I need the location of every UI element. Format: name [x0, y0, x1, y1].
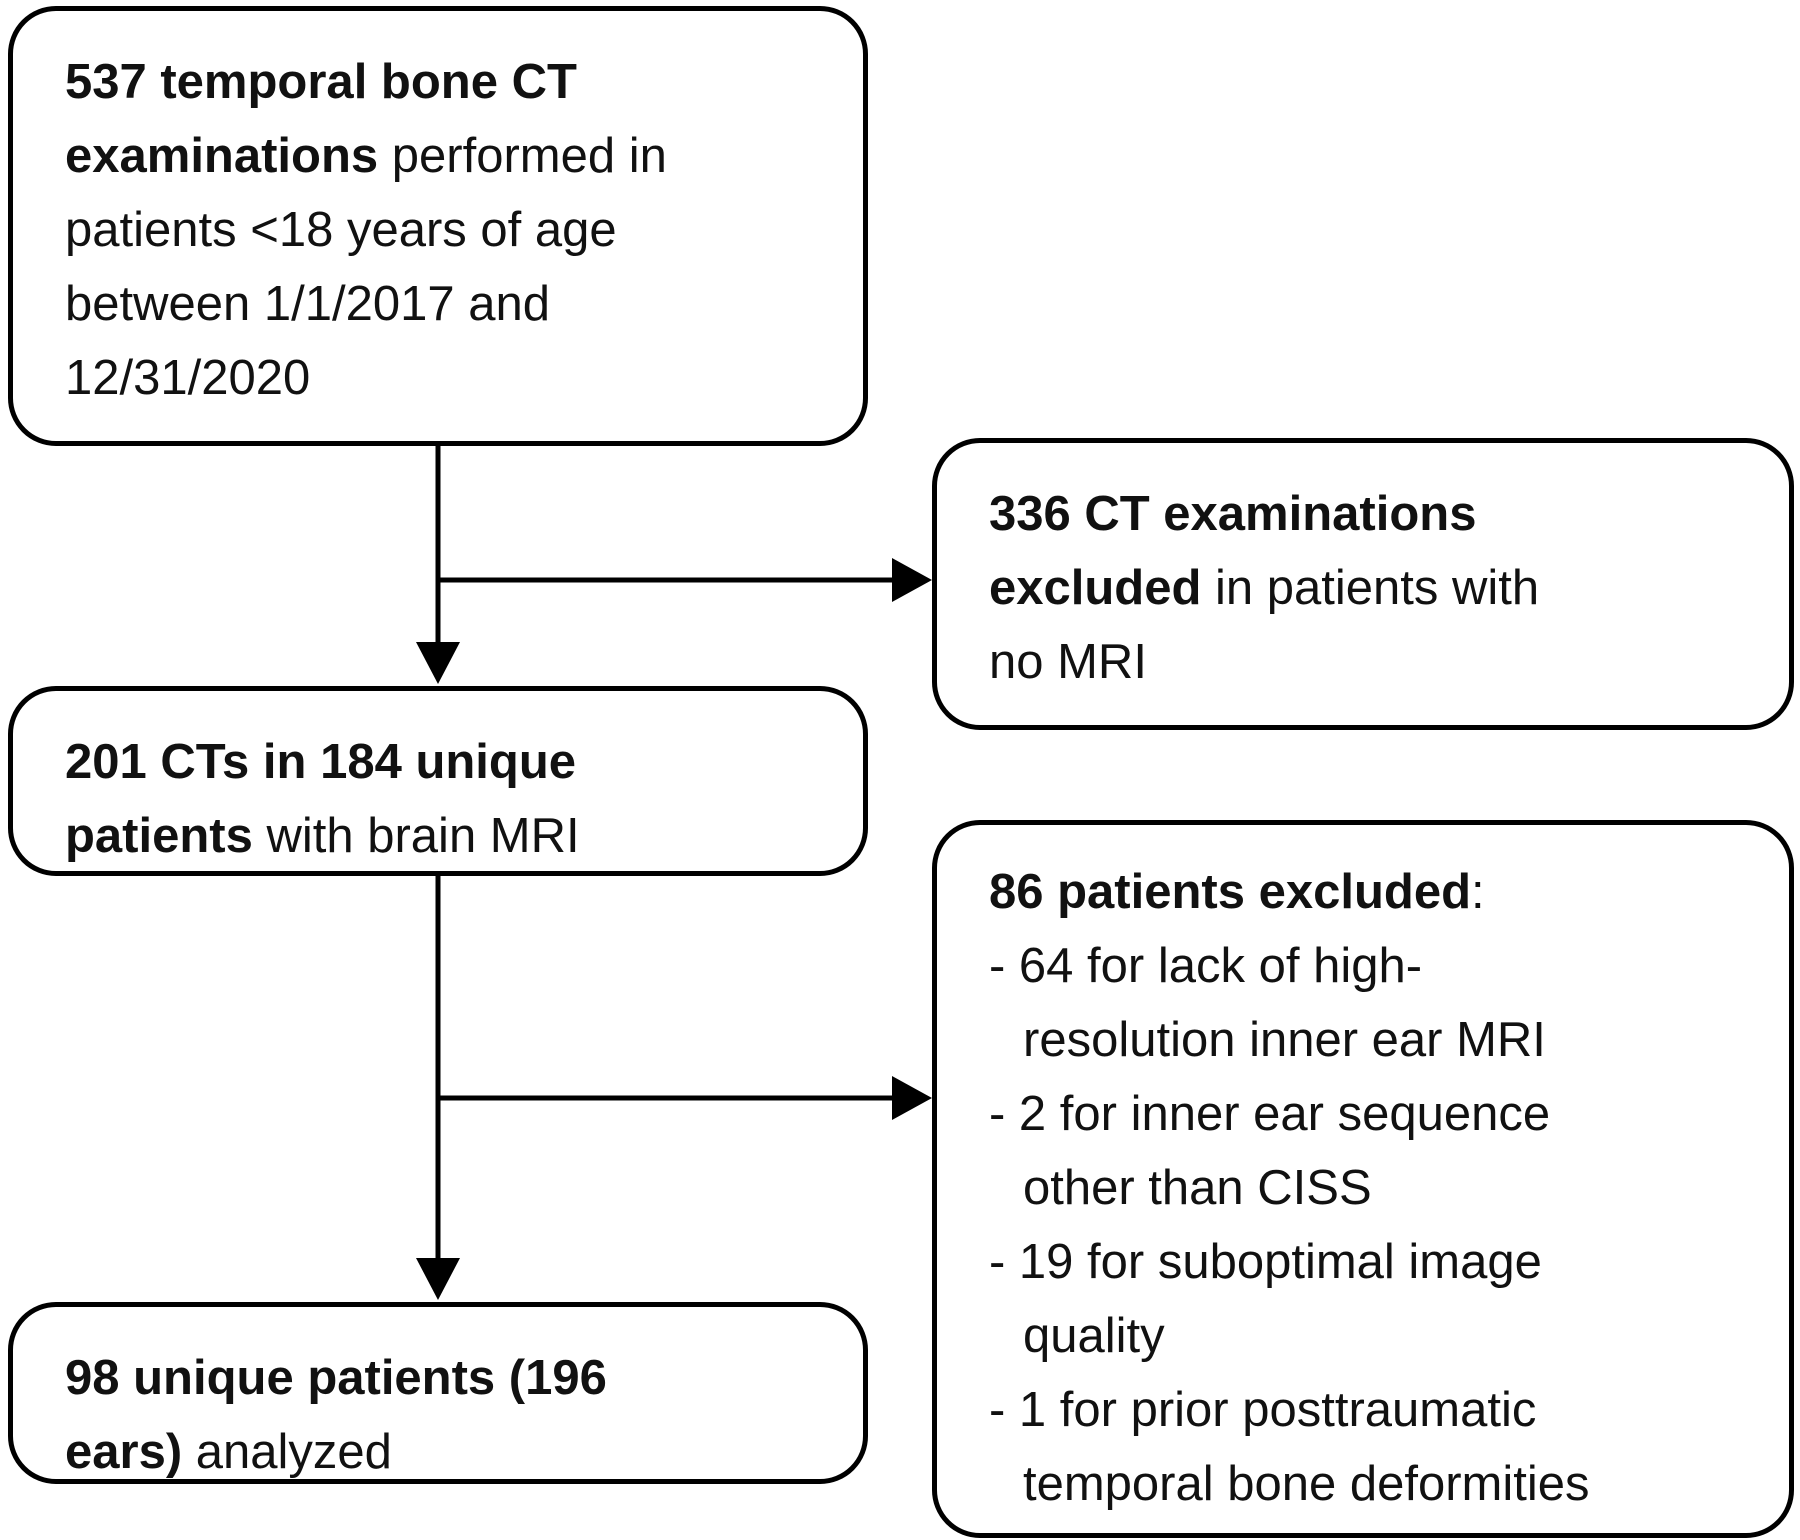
box-excluded-ct-examinations: 336 CT examinations excluded in patients…: [932, 438, 1794, 730]
box-excl1-line-1: 336 CT examinations: [989, 487, 1477, 541]
box-analyzed-patients: 98 unique patients (196 ears) analyzed: [8, 1302, 868, 1484]
box-start-line-4: between 1/1/2017 and: [65, 277, 550, 331]
exclusion-reason-3-cont: quality: [1023, 1309, 1165, 1363]
arrowhead-to-excluded-ct: [892, 558, 932, 602]
exclusion-reason-4: - 1 for prior posttraumatic: [989, 1383, 1537, 1437]
box-start-line-1: 537 temporal bone CT: [65, 55, 577, 109]
box-start-line-3: patients <18 years of age: [65, 203, 617, 257]
exclusion-reason-1: - 64 for lack of high-: [989, 939, 1423, 993]
exclusion-reason-1-cont: resolution inner ear MRI: [1023, 1013, 1546, 1067]
arrowhead-to-excluded-patients: [892, 1076, 932, 1120]
box-excl1-line-3: no MRI: [989, 635, 1147, 689]
box-patients-with-brain-mri: 201 CTs in 184 unique patients with brai…: [8, 686, 868, 876]
box-final-line-2: ears) analyzed: [65, 1425, 392, 1479]
exclusion-reason-2-cont: other than CISS: [1023, 1161, 1372, 1215]
box-excluded-patients: 86 patients excluded: - 64 for lack of h…: [932, 820, 1794, 1538]
box-start-line-5: 12/31/2020: [65, 351, 311, 405]
box-mid-line-2: patients with brain MRI: [65, 809, 580, 863]
arrowhead-to-analyzed-box: [416, 1258, 460, 1300]
arrowhead-to-mri-box: [416, 642, 460, 684]
box-final-line-1: 98 unique patients (196: [65, 1351, 607, 1405]
box-excl1-line-2: excluded in patients with: [989, 561, 1540, 615]
exclusion-reason-2: - 2 for inner ear sequence: [989, 1087, 1551, 1141]
exclusion-reason-4-cont: temporal bone deformities: [1023, 1457, 1590, 1511]
box-mid-line-1: 201 CTs in 184 unique: [65, 735, 577, 789]
box-excl2-heading: 86 patients excluded:: [989, 865, 1485, 919]
box-start-line-2: examinations performed in: [65, 129, 667, 183]
exclusion-reason-3: - 19 for suboptimal image: [989, 1235, 1542, 1289]
box-initial-ct-examinations: 537 temporal bone CT examinations perfor…: [8, 6, 868, 446]
